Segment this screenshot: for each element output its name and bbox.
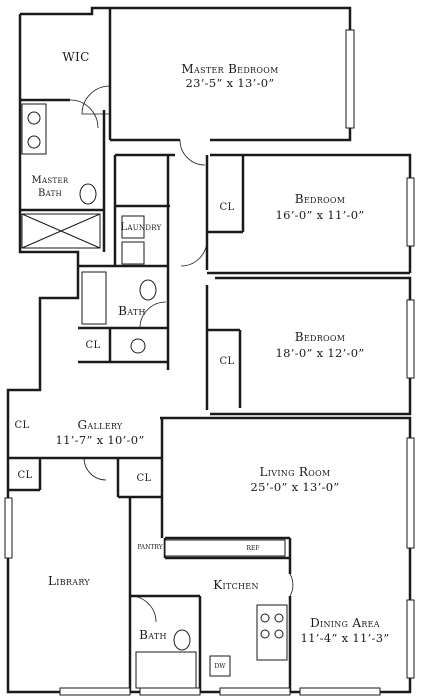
label-pantry: PANTRY <box>137 544 163 551</box>
label-wic: WIC <box>62 50 90 64</box>
label-library: Library <box>48 574 90 588</box>
dims-master-bedroom: 23’-5” x 13’-0” <box>185 76 275 90</box>
label-closet-bedroom-1: CL <box>219 202 235 213</box>
label-closet-bedroom-2: CL <box>219 356 235 367</box>
label-gallery: Gallery <box>77 418 123 432</box>
label-closet-center: CL <box>136 473 152 484</box>
label-bath: Bath <box>118 304 146 318</box>
label-closet-left: CL <box>17 470 33 481</box>
label-kitchen: Kitchen <box>213 578 259 592</box>
label-dining-area: Dining Area <box>310 616 380 630</box>
interior-walls <box>8 8 410 692</box>
label-laundry: Laundry <box>120 222 162 233</box>
door-swings <box>69 85 294 623</box>
dims-bedroom-2: 18’-0” x 12’-0” <box>275 346 365 360</box>
label-bath-2: Bath <box>139 628 167 642</box>
dims-bedroom-1: 16’-0” x 11’-0” <box>275 208 365 222</box>
label-refrigerator: REF <box>246 545 260 552</box>
windows <box>4 29 415 696</box>
label-dishwasher: DW <box>214 663 226 670</box>
label-master-bath: Master Bath <box>31 175 69 199</box>
label-closet-gallery: CL <box>14 420 30 431</box>
label-closet-bath: CL <box>85 340 101 351</box>
label-master-bedroom: Master Bedroom <box>181 62 279 76</box>
dims-dining-area: 11’-4” x 11’-3” <box>300 631 390 645</box>
label-bedroom-1: Bedroom <box>294 192 346 206</box>
dims-living-room: 25’-0” x 13’-0” <box>250 480 340 494</box>
fixtures <box>21 103 288 689</box>
dims-gallery: 11’-7” x 10’-0” <box>55 433 145 447</box>
label-living-room: Living Room <box>259 465 331 479</box>
label-bedroom-2: Bedroom <box>294 330 346 344</box>
